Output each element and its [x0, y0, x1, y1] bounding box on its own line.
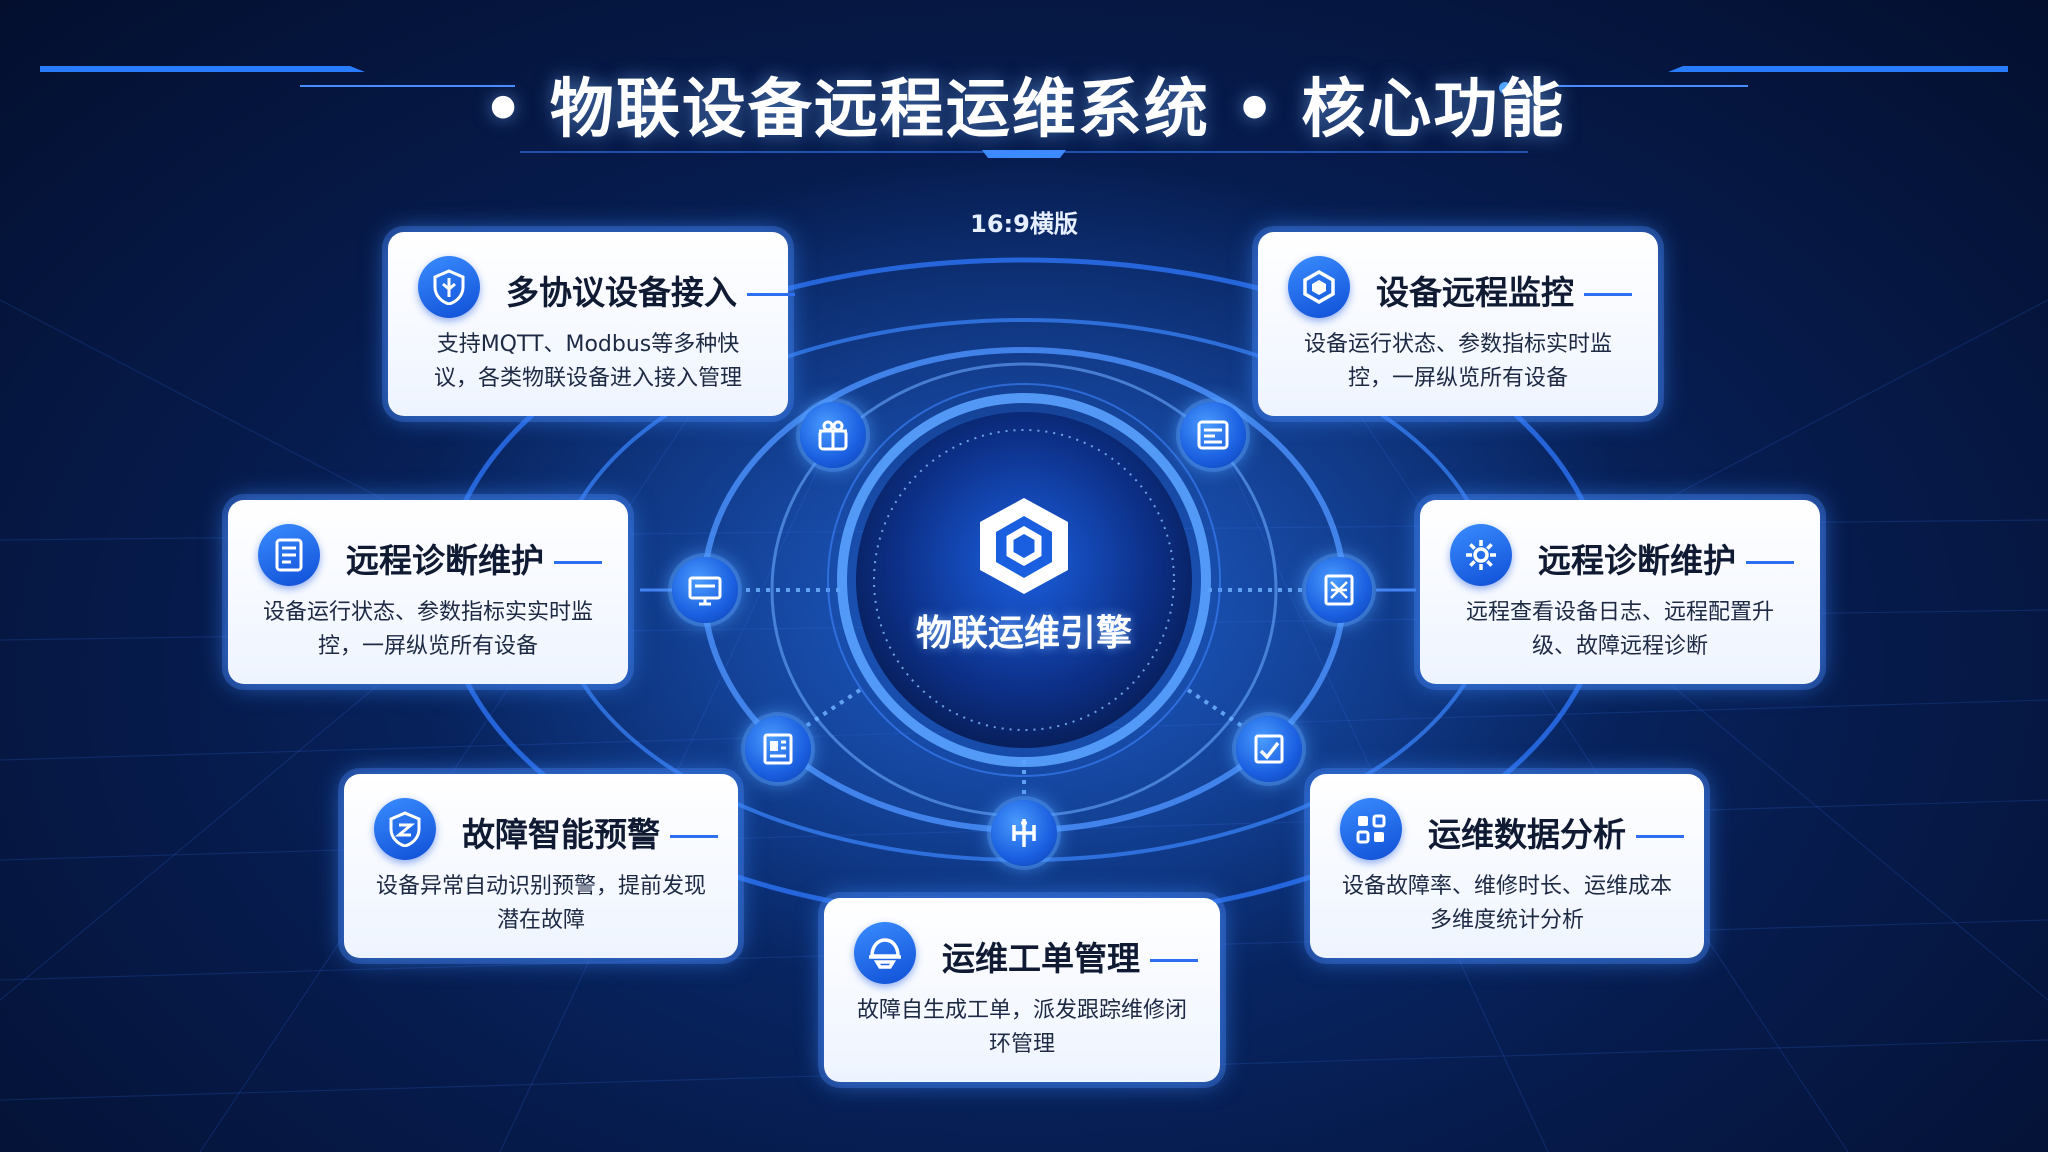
map-icon: [1306, 557, 1372, 623]
card-data-analysis[interactable]: 运维数据分析 设备故障率、维修时长、运维成本多维度统计分析: [1310, 774, 1704, 958]
center-label: 物联运维引擎: [915, 613, 1132, 654]
title-accent-line: [747, 293, 795, 296]
card-description: 支持MQTT、Modbus等多种快议，各类物联设备进入接入管理: [433, 332, 742, 391]
card-description: 远程查看设备日志、远程配置升级、故障远程诊断: [1465, 600, 1774, 659]
header-ornament: [40, 66, 2008, 158]
card-remote-monitoring[interactable]: 设备远程监控 设备运行状态、参数指标实时监控，一屏纵览所有设备: [1258, 232, 1658, 416]
card-remote-diagnosis-right[interactable]: 远程诊断维护 远程查看设备日志、远程配置升级、故障远程诊断: [1420, 500, 1820, 684]
title-accent-line: [1150, 959, 1198, 962]
card-description: 设备运行状态、参数指标实时监控，一屏纵览所有设备: [1303, 332, 1612, 391]
page-subtitle: 16:9横版: [970, 210, 1078, 238]
card-description: 设备故障率、维修时长、运维成本多维度统计分析: [1341, 874, 1672, 933]
gift-icon: [800, 402, 866, 468]
report-icon: [745, 716, 811, 782]
page-title: • 物联设备远程运维系统 • 核心功能: [482, 73, 1566, 147]
card-multi-protocol-access[interactable]: 多协议设备接入 支持MQTT、Modbus等多种快议，各类物联设备进入接入管理: [388, 232, 795, 416]
helmet-icon: [854, 922, 916, 984]
card-work-order[interactable]: 运维工单管理 故障自生成工单，派发跟踪维修闭环管理: [824, 898, 1220, 1082]
shield-alert-icon: [374, 798, 436, 860]
leaf-shield-icon: [418, 256, 480, 318]
card-title: 运维工单管理: [942, 939, 1140, 978]
title-accent-line: [1584, 293, 1632, 296]
card-title: 远程诊断维护: [346, 541, 544, 580]
network-icon: [991, 800, 1057, 866]
title-accent-line: [670, 835, 718, 838]
card-fault-warning[interactable]: 故障智能预警 设备异常自动识别预警，提前发现潜在故障: [344, 774, 738, 958]
card-description: 故障自生成工单，派发跟踪维修闭环管理: [856, 998, 1187, 1057]
hexagon-monitor-icon: [1288, 256, 1350, 318]
data-grid-icon: [1340, 798, 1402, 860]
card-remote-diagnosis-left[interactable]: 远程诊断维护 设备运行状态、参数指标实实时监控，一屏纵览所有设备: [228, 500, 628, 684]
card-title: 远程诊断维护: [1538, 541, 1736, 580]
hexagon-logo-icon: [974, 494, 1074, 602]
document-list-icon: [258, 524, 320, 586]
monitor-icon: [672, 557, 738, 623]
node-connectors: [740, 588, 1306, 800]
card-title: 运维数据分析: [1428, 815, 1626, 854]
title-accent-line: [554, 561, 602, 564]
card-description: 设备运行状态、参数指标实实时监控，一屏纵览所有设备: [262, 600, 593, 659]
gear-icon: [1450, 524, 1512, 586]
card-title: 设备远程监控: [1376, 273, 1574, 312]
card-description: 设备异常自动识别预警，提前发现潜在故障: [375, 874, 706, 933]
title-accent-line: [1636, 835, 1684, 838]
dashboard-icon: [1180, 402, 1246, 468]
chart-check-icon: [1236, 716, 1302, 782]
card-title: 故障智能预警: [462, 815, 660, 854]
title-accent-line: [1746, 561, 1794, 564]
card-title: 多协议设备接入: [506, 273, 737, 312]
